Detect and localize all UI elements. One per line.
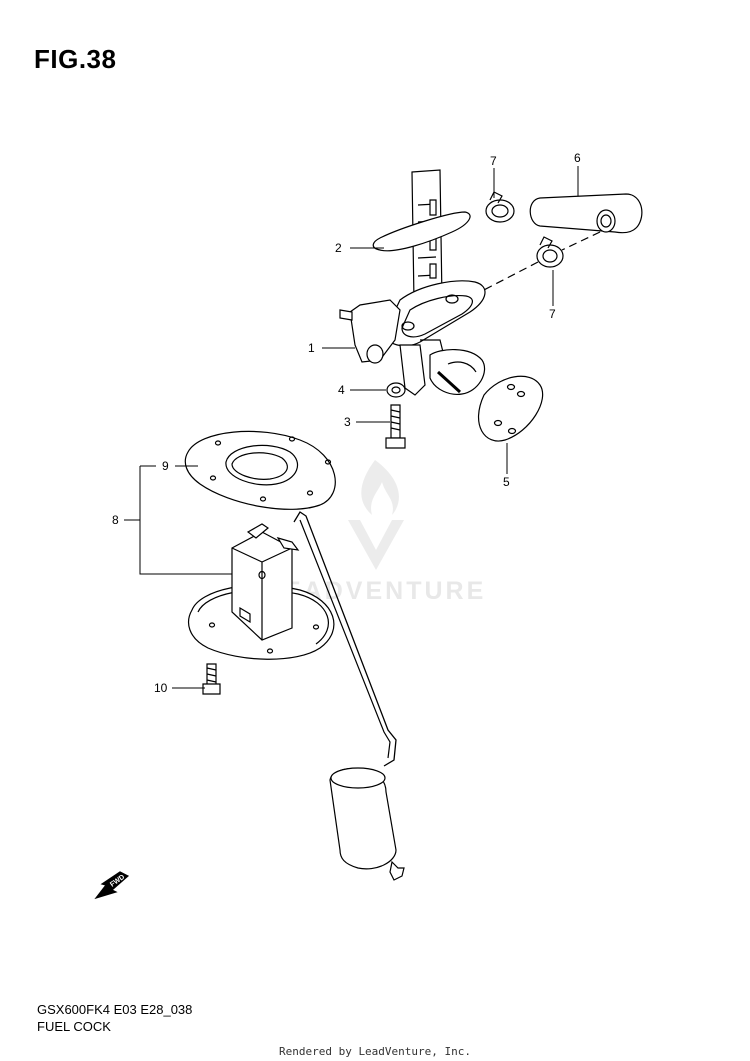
- callout-7-upper: 7: [490, 154, 497, 168]
- leader-lines: [124, 166, 579, 689]
- fwd-label: FWD: [109, 874, 126, 889]
- render-credit: Rendered by LeadVenture, Inc.: [278, 1045, 472, 1058]
- washer: [386, 382, 406, 398]
- callout-2: 2: [335, 241, 342, 255]
- callout-4: 4: [338, 383, 345, 397]
- hose-guide-line: [479, 231, 601, 293]
- hose-clamp-upper: [485, 191, 515, 223]
- fuel-level-gauge: [188, 511, 405, 881]
- callout-9: 9: [162, 459, 169, 473]
- model-code: GSX600FK4 E03 E28_038: [37, 1002, 193, 1017]
- callout-1: 1: [308, 341, 315, 355]
- hose-clamp-lower: [536, 236, 564, 268]
- figure-title: FIG.38: [34, 44, 117, 74]
- callout-8: 8: [112, 513, 119, 527]
- callout-7-lower: 7: [549, 307, 556, 321]
- callout-labels: 1 2 3 4 5 6 7 7 8 9 10: [112, 151, 581, 695]
- cock-gasket: [478, 375, 544, 442]
- callout-5: 5: [503, 475, 510, 489]
- fuel-hose: [529, 193, 643, 234]
- watermark-logo: [361, 460, 399, 515]
- forward-arrow-icon: [94, 871, 130, 900]
- watermark-v-mark: [348, 520, 404, 570]
- fuel-level-gasket: [184, 430, 336, 510]
- diagram-caption: FUEL COCK: [37, 1019, 111, 1034]
- screw-upper: [385, 404, 406, 449]
- callout-10: 10: [154, 681, 168, 695]
- fuel-cock-body: [339, 280, 486, 396]
- screw-lower: [202, 663, 221, 695]
- callout-6: 6: [574, 151, 581, 165]
- callout-3: 3: [344, 415, 351, 429]
